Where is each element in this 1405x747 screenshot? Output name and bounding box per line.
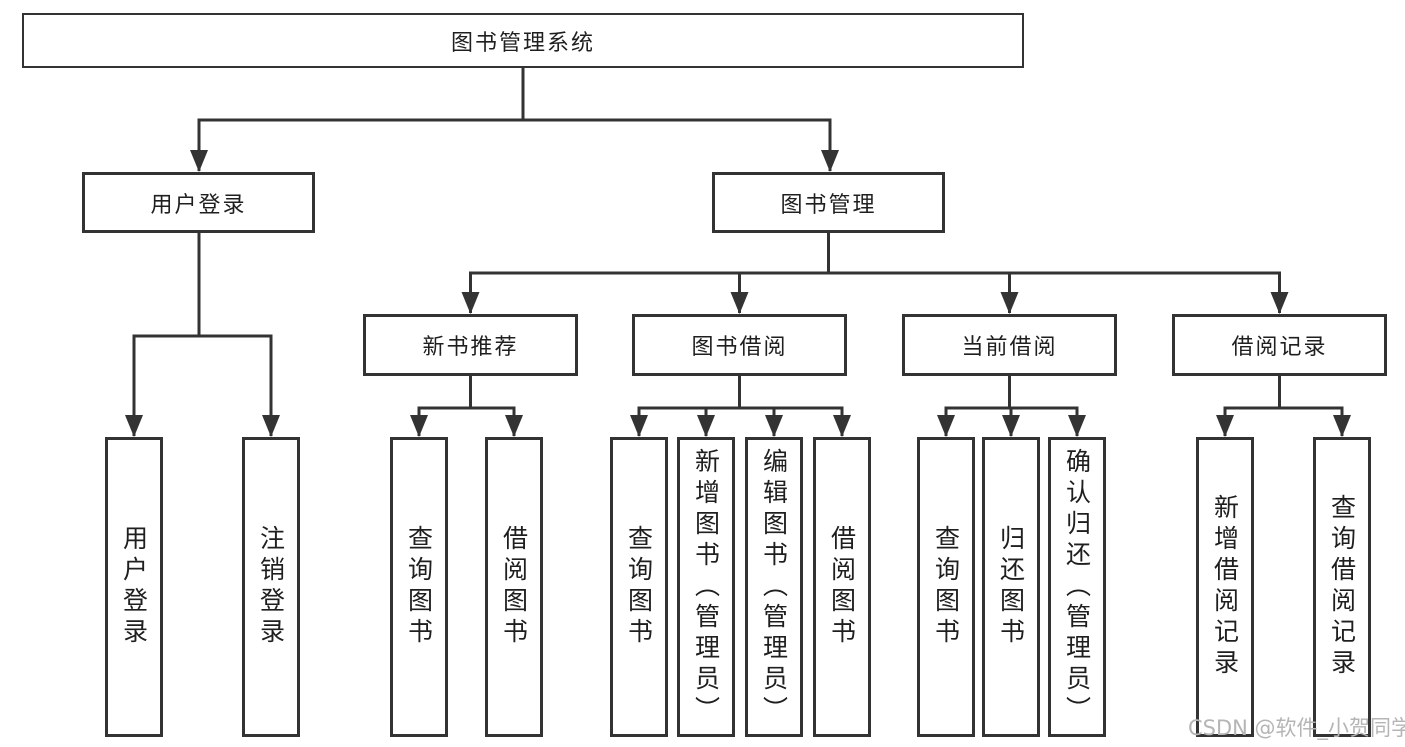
leaf-borrowing-add-books-admin: 新增图书（管理员）: [677, 437, 735, 737]
node-user-login: 用户登录: [82, 172, 315, 233]
leaf-label: 确认归还（管理员）: [1062, 447, 1092, 727]
leaf-records-add-record: 新增借阅记录: [1196, 437, 1254, 737]
csdn-watermark: CSDN @软件_小贺同学: [1188, 716, 1405, 740]
leaf-recommend-borrow-books: 借阅图书: [485, 437, 543, 737]
leaf-current-return-books: 归还图书: [982, 437, 1040, 737]
connectors-root: [190, 68, 839, 172]
node-label: 借阅记录: [1231, 335, 1328, 360]
leaf-label: 查询图书: [404, 525, 434, 649]
leaf-logout: 注销登录: [242, 437, 300, 737]
leaf-borrowing-query-books: 查询图书: [610, 437, 668, 737]
node-label: 新书推荐: [422, 335, 519, 360]
leaf-borrowing-edit-books-admin: 编辑图书（管理员）: [745, 437, 803, 737]
leaf-label: 新增借阅记录: [1210, 494, 1240, 680]
node-label: 用户登录: [150, 192, 247, 218]
leaf-label: 归还图书: [996, 525, 1026, 649]
node-book-borrowing: 图书借阅: [632, 314, 847, 376]
leaf-user-login: 用户登录: [105, 437, 163, 737]
node-label: 图书管理: [780, 192, 877, 218]
connectors-new-book-recommendation: [410, 376, 523, 437]
leaf-label: 查询图书: [931, 525, 961, 649]
leaf-label: 编辑图书（管理员）: [759, 447, 789, 727]
leaf-label: 用户登录: [119, 525, 149, 649]
leaf-recommend-query-books: 查询图书: [390, 437, 448, 737]
node-library-management-system: 图书管理系统: [22, 13, 1024, 68]
leaf-label: 新增图书（管理员）: [691, 447, 721, 727]
leaf-label: 查询图书: [624, 525, 654, 649]
node-borrowing-records: 借阅记录: [1172, 314, 1387, 376]
node-current-borrowing: 当前借阅: [902, 314, 1117, 376]
node-label: 当前借阅: [961, 335, 1058, 360]
node-label: 图书借阅: [691, 335, 788, 360]
connectors-borrowing-records: [1216, 376, 1351, 437]
connectors-book-management: [461, 233, 1289, 314]
leaf-borrowing-borrow-books: 借阅图书: [813, 437, 871, 737]
node-book-management: 图书管理: [712, 172, 945, 233]
leaf-label: 查询借阅记录: [1327, 494, 1357, 680]
node-new-book-recommendation: 新书推荐: [363, 314, 578, 376]
connectors-current-borrowing: [937, 376, 1086, 437]
leaf-label: 注销登录: [256, 525, 286, 649]
leaf-label: 借阅图书: [499, 525, 529, 649]
leaf-current-query-books: 查询图书: [917, 437, 975, 737]
leaf-label: 借阅图书: [827, 525, 857, 649]
leaf-current-confirm-return-admin: 确认归还（管理员）: [1048, 437, 1106, 737]
connectors-user-login: [125, 233, 280, 437]
node-label: 图书管理系统: [450, 30, 595, 56]
connectors-book-borrowing: [630, 376, 851, 437]
leaf-records-query-record: 查询借阅记录: [1313, 437, 1371, 737]
